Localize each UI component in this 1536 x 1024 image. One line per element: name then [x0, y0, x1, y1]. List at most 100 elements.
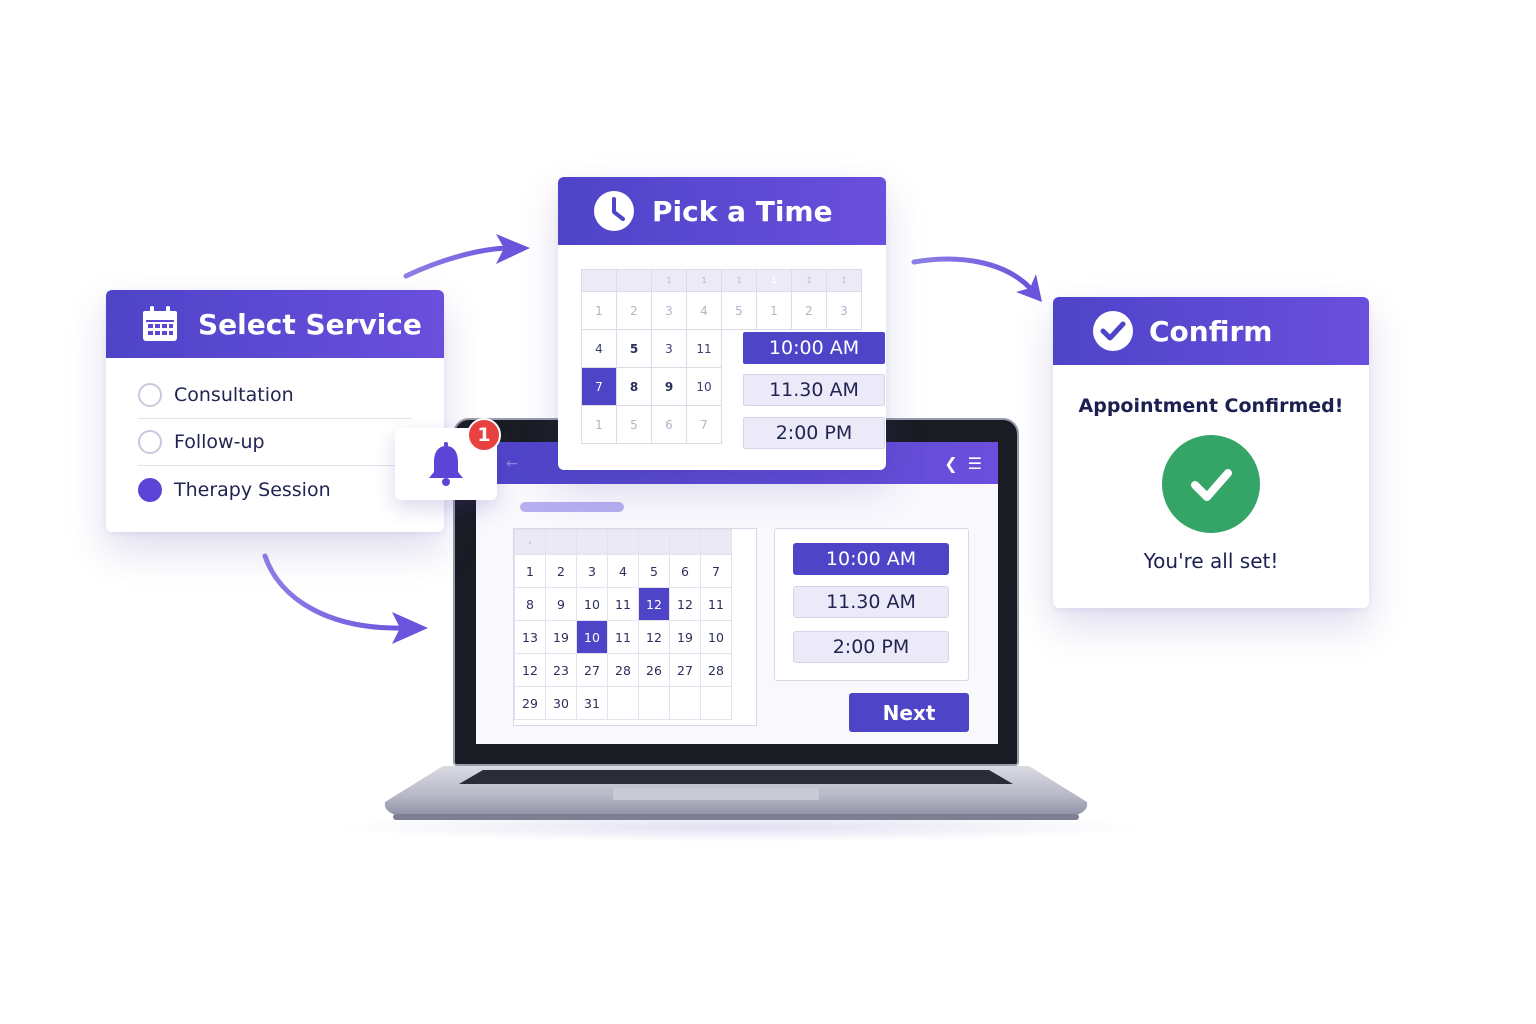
- arrow-time-to-confirm: [911, 256, 1042, 302]
- calendar-weekday-header: 1: [721, 269, 757, 292]
- confirm-title: Confirm: [1149, 314, 1273, 348]
- radio-unchecked[interactable]: [138, 430, 162, 454]
- calendar-day[interactable]: 7: [686, 405, 722, 444]
- calendar-day[interactable]: 12: [638, 620, 670, 654]
- calendar-day[interactable]: 13: [514, 620, 546, 654]
- calendar-day[interactable]: 19: [669, 620, 701, 654]
- calendar-day[interactable]: 8: [514, 587, 546, 621]
- confirm-card: Confirm Appointment Confirmed! You're al…: [1053, 297, 1369, 608]
- calendar-day[interactable]: 26: [638, 653, 670, 687]
- radio-unchecked[interactable]: [138, 383, 162, 407]
- radio-checked[interactable]: [138, 477, 162, 502]
- calendar-day[interactable]: 10: [576, 587, 608, 621]
- calendar-day-selected[interactable]: 12: [638, 587, 670, 621]
- success-check-icon: [1162, 435, 1260, 533]
- confirm-header: Confirm: [1053, 297, 1369, 365]
- calendar-day[interactable]: 4: [686, 291, 722, 330]
- chevron-left-icon[interactable]: ❮: [944, 454, 958, 473]
- service-option-consultation[interactable]: Consultation: [138, 372, 412, 419]
- calendar-day-empty: [638, 686, 670, 720]
- clock-icon: [594, 191, 634, 231]
- calendar-day[interactable]: 12: [669, 587, 701, 621]
- calendar-day[interactable]: 12: [514, 653, 546, 687]
- calendar-day[interactable]: 31: [576, 686, 608, 720]
- confirmation-heading: Appointment Confirmed!: [1078, 395, 1344, 417]
- calendar-day[interactable]: 11: [700, 587, 732, 621]
- calendar-day-selected[interactable]: 10: [576, 620, 608, 654]
- calendar-day[interactable]: 3: [651, 291, 687, 330]
- laptop-base: [384, 766, 1088, 820]
- service-option-therapy-session[interactable]: Therapy Session: [138, 466, 412, 513]
- laptop-time-slots: 10:00 AM 11.30 AM 2:00 PM: [774, 528, 969, 681]
- time-slot-selected[interactable]: 10:00 AM: [793, 543, 949, 575]
- calendar-day[interactable]: 11: [607, 620, 639, 654]
- calendar-day[interactable]: 6: [651, 405, 687, 444]
- screen-title-placeholder: [520, 502, 624, 512]
- time-slot[interactable]: 11.30 AM: [743, 374, 885, 406]
- back-icon[interactable]: ←: [506, 456, 518, 472]
- calendar-day-empty: [669, 686, 701, 720]
- calendar-day[interactable]: 27: [669, 653, 701, 687]
- calendar-weekday-header: [581, 269, 617, 292]
- calendar-weekday-header: 1: [826, 269, 862, 292]
- time-slot[interactable]: 2:00 PM: [743, 417, 885, 449]
- calendar-day[interactable]: 4: [581, 329, 617, 368]
- time-slot[interactable]: 11.30 AM: [793, 586, 949, 618]
- calendar-day[interactable]: 5: [638, 554, 670, 588]
- calendar-day[interactable]: 2: [791, 291, 827, 330]
- calendar-day[interactable]: 28: [700, 653, 732, 687]
- calendar-day[interactable]: 28: [607, 653, 639, 687]
- calendar-day[interactable]: 11: [607, 587, 639, 621]
- calendar-day-selected[interactable]: 7: [581, 367, 617, 406]
- calendar-day[interactable]: 3: [576, 554, 608, 588]
- calendar-day[interactable]: 19: [545, 620, 577, 654]
- calendar-day[interactable]: 3: [826, 291, 862, 330]
- calendar-day[interactable]: 6: [669, 554, 701, 588]
- calendar-day[interactable]: 3: [651, 329, 687, 368]
- arrow-service-to-laptop: [262, 553, 428, 644]
- calendar-day[interactable]: 8: [616, 367, 652, 406]
- select-service-header: Select Service: [106, 290, 444, 358]
- pick-time-card: Pick a Time 1 1 1 1 1 1 1 2 3 4: [558, 177, 886, 470]
- pick-time-header: Pick a Time: [558, 177, 886, 245]
- calendar-day[interactable]: 1: [514, 554, 546, 588]
- calendar-day-empty: [700, 686, 732, 720]
- select-service-title: Select Service: [198, 307, 422, 341]
- arrow-service-to-time: [403, 234, 530, 279]
- calendar-day[interactable]: 2: [616, 291, 652, 330]
- select-service-card: Select Service Consultation Follow-up Th…: [106, 290, 444, 532]
- calendar-day[interactable]: 1: [756, 291, 792, 330]
- time-slot-selected[interactable]: 10:00 AM: [743, 332, 885, 364]
- calendar-weekday-header-selected: 1: [756, 269, 792, 292]
- calendar-day[interactable]: 1: [581, 291, 617, 330]
- calendar-weekday-header: [616, 269, 652, 292]
- calendar-day[interactable]: 23: [545, 653, 577, 687]
- calendar-day[interactable]: 10: [700, 620, 732, 654]
- calendar-weekday-header: 1: [686, 269, 722, 292]
- next-button[interactable]: Next: [849, 693, 969, 732]
- service-option-follow-up[interactable]: Follow-up: [138, 419, 412, 466]
- calendar-day[interactable]: 11: [686, 329, 722, 368]
- calendar-day[interactable]: 7: [700, 554, 732, 588]
- pick-time-calendar: 1 1 1 1 1 1 1 2 3 4 5 1 2 3: [581, 269, 885, 449]
- calendar-day[interactable]: 4: [607, 554, 639, 588]
- calendar-day[interactable]: 27: [576, 653, 608, 687]
- menu-icon[interactable]: ☰: [967, 454, 982, 473]
- service-option-label: Consultation: [174, 384, 294, 406]
- confirmation-message: You're all set!: [1143, 549, 1279, 573]
- calendar-day[interactable]: 5: [616, 405, 652, 444]
- time-slot[interactable]: 2:00 PM: [793, 631, 949, 663]
- calendar-day[interactable]: 29: [514, 686, 546, 720]
- calendar-day[interactable]: 5: [616, 329, 652, 368]
- calendar-day[interactable]: 9: [545, 587, 577, 621]
- calendar-day[interactable]: 5: [721, 291, 757, 330]
- calendar-day[interactable]: 9: [651, 367, 687, 406]
- service-option-label: Therapy Session: [174, 478, 331, 501]
- calendar-day[interactable]: 30: [545, 686, 577, 720]
- check-circle-icon: [1093, 311, 1133, 351]
- calendar-weekday-header: [607, 529, 639, 555]
- calendar-day[interactable]: 2: [545, 554, 577, 588]
- calendar-day[interactable]: 10: [686, 367, 722, 406]
- calendar-day[interactable]: 1: [581, 405, 617, 444]
